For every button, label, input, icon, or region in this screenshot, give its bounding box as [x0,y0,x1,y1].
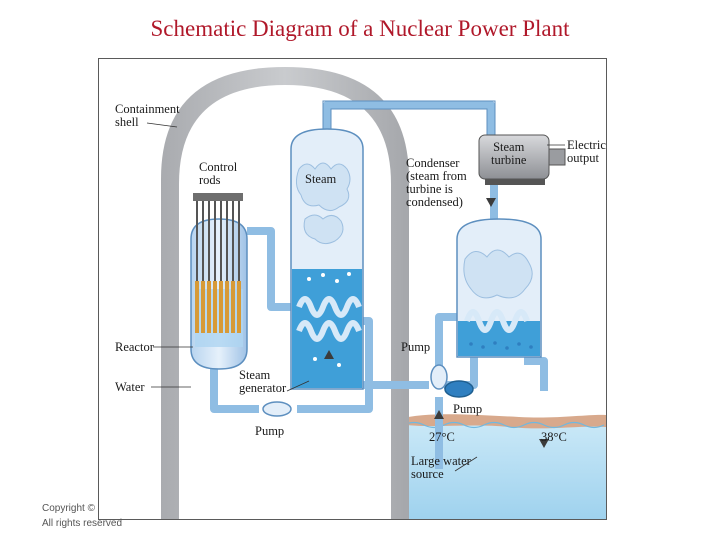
label-pump-bottom: Pump [255,424,285,438]
label-control-rods: Control rods [199,160,238,187]
copyright-text: Copyright © All rights reserved [42,503,123,529]
lake [399,424,606,519]
leader-lines [146,122,565,472]
label-water-source: Large water source [411,454,471,481]
pump-bottom-shape [262,401,292,417]
label-steam-generator: Steam generator [239,368,287,395]
label-electrical-output: Electrical output [567,138,606,165]
label-water: Water [115,380,145,394]
label-condenser: Condenser (steam from turbine is condens… [406,156,467,209]
label-temp-cold: 27°C [429,430,455,444]
label-temp-hot: 38°C [541,430,567,444]
pump-right-shape [444,380,474,398]
steam-generator [290,128,364,390]
rod-drive [193,193,243,201]
condenser [456,218,542,358]
label-pump-right: Pump [453,402,483,416]
fuel-rods [195,281,241,333]
flow-arrows [324,198,549,448]
label-reactor: Reactor [115,340,154,354]
diagram-frame: Containment shell Control rods Steam Rea… [98,58,607,520]
label-steam: Steam [305,172,337,186]
pipe-outlines [322,100,496,147]
label-containment-shell: Containment shell [115,102,180,129]
power-plant-schematic [146,67,606,519]
label-pump-middle: Pump [401,340,431,354]
label-steam-turbine: Steam turbine [491,140,527,167]
pump-middle-shape [430,364,448,390]
page-title: Schematic Diagram of a Nuclear Power Pla… [150,16,570,41]
steam-turbine [478,134,566,185]
